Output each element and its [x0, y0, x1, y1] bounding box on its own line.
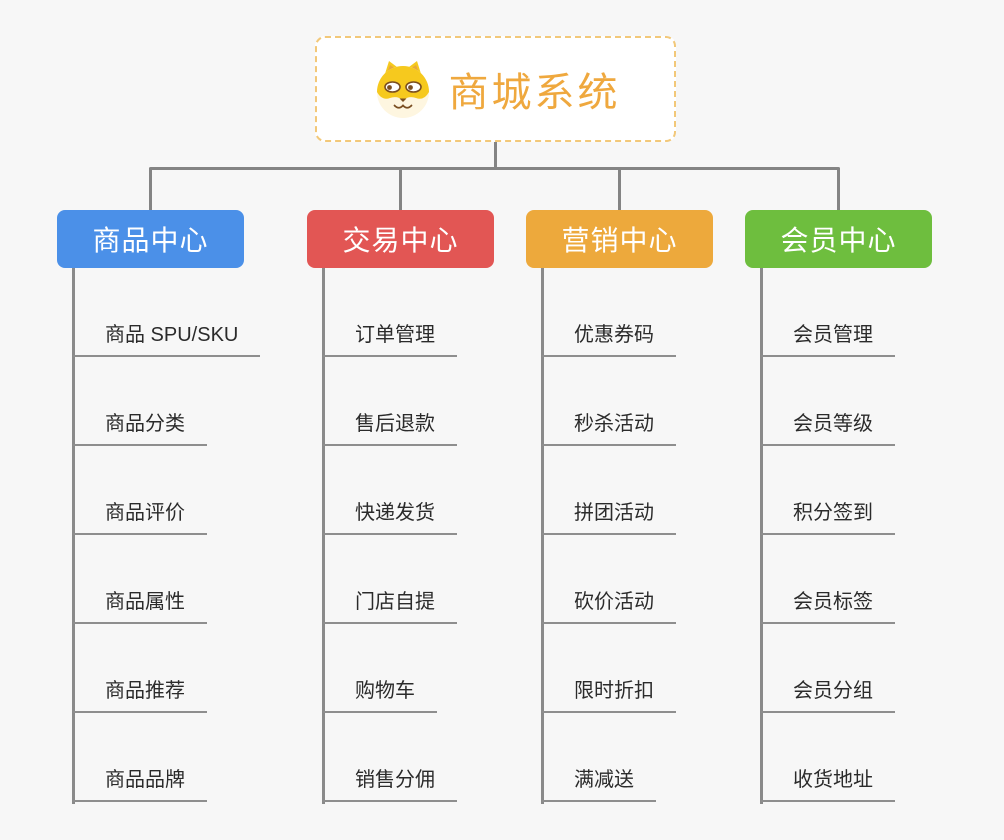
child-node[interactable]: 会员管理: [761, 268, 895, 357]
child-label: 秒杀活动: [574, 413, 654, 435]
child-node[interactable]: 砍价活动: [542, 535, 676, 624]
child-node[interactable]: 商品品牌: [73, 713, 207, 802]
child-node[interactable]: 会员分组: [761, 624, 895, 713]
child-label: 优惠券码: [574, 324, 654, 346]
child-node[interactable]: 商品属性: [73, 535, 207, 624]
child-label: 砍价活动: [574, 591, 654, 613]
child-node[interactable]: 商品推荐: [73, 624, 207, 713]
branch-spine: [72, 268, 75, 804]
branch-node-trade[interactable]: 交易中心: [307, 210, 494, 268]
child-node[interactable]: 会员等级: [761, 357, 895, 446]
child-node[interactable]: 门店自提: [323, 535, 457, 624]
child-node[interactable]: 收货地址: [761, 713, 895, 802]
child-node[interactable]: 优惠券码: [542, 268, 676, 357]
shiba-dog-icon: [376, 61, 429, 118]
branch-column-marketing: 营销中心 优惠券码 秒杀活动 拼团活动 砍价活动 限时折扣 满减送: [526, 210, 776, 804]
branch-children: 优惠券码 秒杀活动 拼团活动 砍价活动 限时折扣 满减送: [542, 268, 676, 802]
branch-column-trade: 交易中心 订单管理 售后退款 快递发货 门店自提 购物车 销售分佣: [307, 210, 557, 804]
child-label: 商品品牌: [105, 769, 185, 791]
child-label: 商品评价: [105, 502, 185, 524]
child-node[interactable]: 商品分类: [73, 357, 207, 446]
child-node[interactable]: 销售分佣: [323, 713, 457, 802]
branch-column-products: 商品中心 商品 SPU/SKU 商品分类 商品评价 商品属性 商品推荐 商品品牌: [57, 210, 307, 804]
child-label: 商品 SPU/SKU: [105, 324, 239, 346]
child-label: 拼团活动: [574, 502, 654, 524]
child-node[interactable]: 购物车: [323, 624, 437, 713]
branch-node-members[interactable]: 会员中心: [745, 210, 932, 268]
branch-column-members: 会员中心 会员管理 会员等级 积分签到 会员标签 会员分组 收货地址: [745, 210, 995, 804]
child-node[interactable]: 商品评价: [73, 446, 207, 535]
child-label: 门店自提: [355, 591, 435, 613]
child-node[interactable]: 满减送: [542, 713, 656, 802]
branch-spine: [322, 268, 325, 804]
child-label: 购物车: [355, 680, 415, 702]
child-node[interactable]: 限时折扣: [542, 624, 676, 713]
child-node[interactable]: 拼团活动: [542, 446, 676, 535]
child-node[interactable]: 售后退款: [323, 357, 457, 446]
child-node[interactable]: 订单管理: [323, 268, 457, 357]
branch-children: 订单管理 售后退款 快递发货 门店自提 购物车 销售分佣: [323, 268, 457, 802]
child-node[interactable]: 积分签到: [761, 446, 895, 535]
child-node[interactable]: 快递发货: [323, 446, 457, 535]
child-label: 订单管理: [355, 324, 435, 346]
branch-spine: [760, 268, 763, 804]
child-label: 积分签到: [793, 502, 873, 524]
root-node[interactable]: 商城系统: [315, 36, 676, 142]
root-label: 商城系统: [448, 71, 621, 115]
branch-children: 商品 SPU/SKU 商品分类 商品评价 商品属性 商品推荐 商品品牌: [73, 268, 261, 802]
branch-node-products[interactable]: 商品中心: [57, 210, 244, 268]
child-label: 会员等级: [793, 413, 873, 435]
child-node[interactable]: 商品 SPU/SKU: [73, 268, 261, 357]
connector-rail: [149, 167, 840, 170]
child-label: 满减送: [574, 769, 634, 791]
connector-drop: [149, 168, 152, 211]
branch-node-marketing[interactable]: 营销中心: [526, 210, 713, 268]
branch-spine: [541, 268, 544, 804]
child-node[interactable]: 秒杀活动: [542, 357, 676, 446]
child-label: 限时折扣: [574, 680, 654, 702]
connector-drop: [399, 168, 402, 211]
child-label: 销售分佣: [355, 769, 435, 791]
child-node[interactable]: 会员标签: [761, 535, 895, 624]
connector-stub: [494, 142, 497, 169]
branch-children: 会员管理 会员等级 积分签到 会员标签 会员分组 收货地址: [761, 268, 895, 802]
connector-drop: [618, 168, 621, 211]
child-label: 会员标签: [793, 591, 873, 613]
child-label: 售后退款: [355, 413, 435, 435]
child-label: 收货地址: [793, 769, 873, 791]
connector-drop: [837, 168, 840, 211]
child-label: 会员管理: [793, 324, 873, 346]
child-label: 快递发货: [355, 502, 435, 524]
child-label: 商品推荐: [105, 680, 185, 702]
child-label: 商品分类: [105, 413, 185, 435]
child-label: 商品属性: [105, 591, 185, 613]
child-label: 会员分组: [793, 680, 873, 702]
